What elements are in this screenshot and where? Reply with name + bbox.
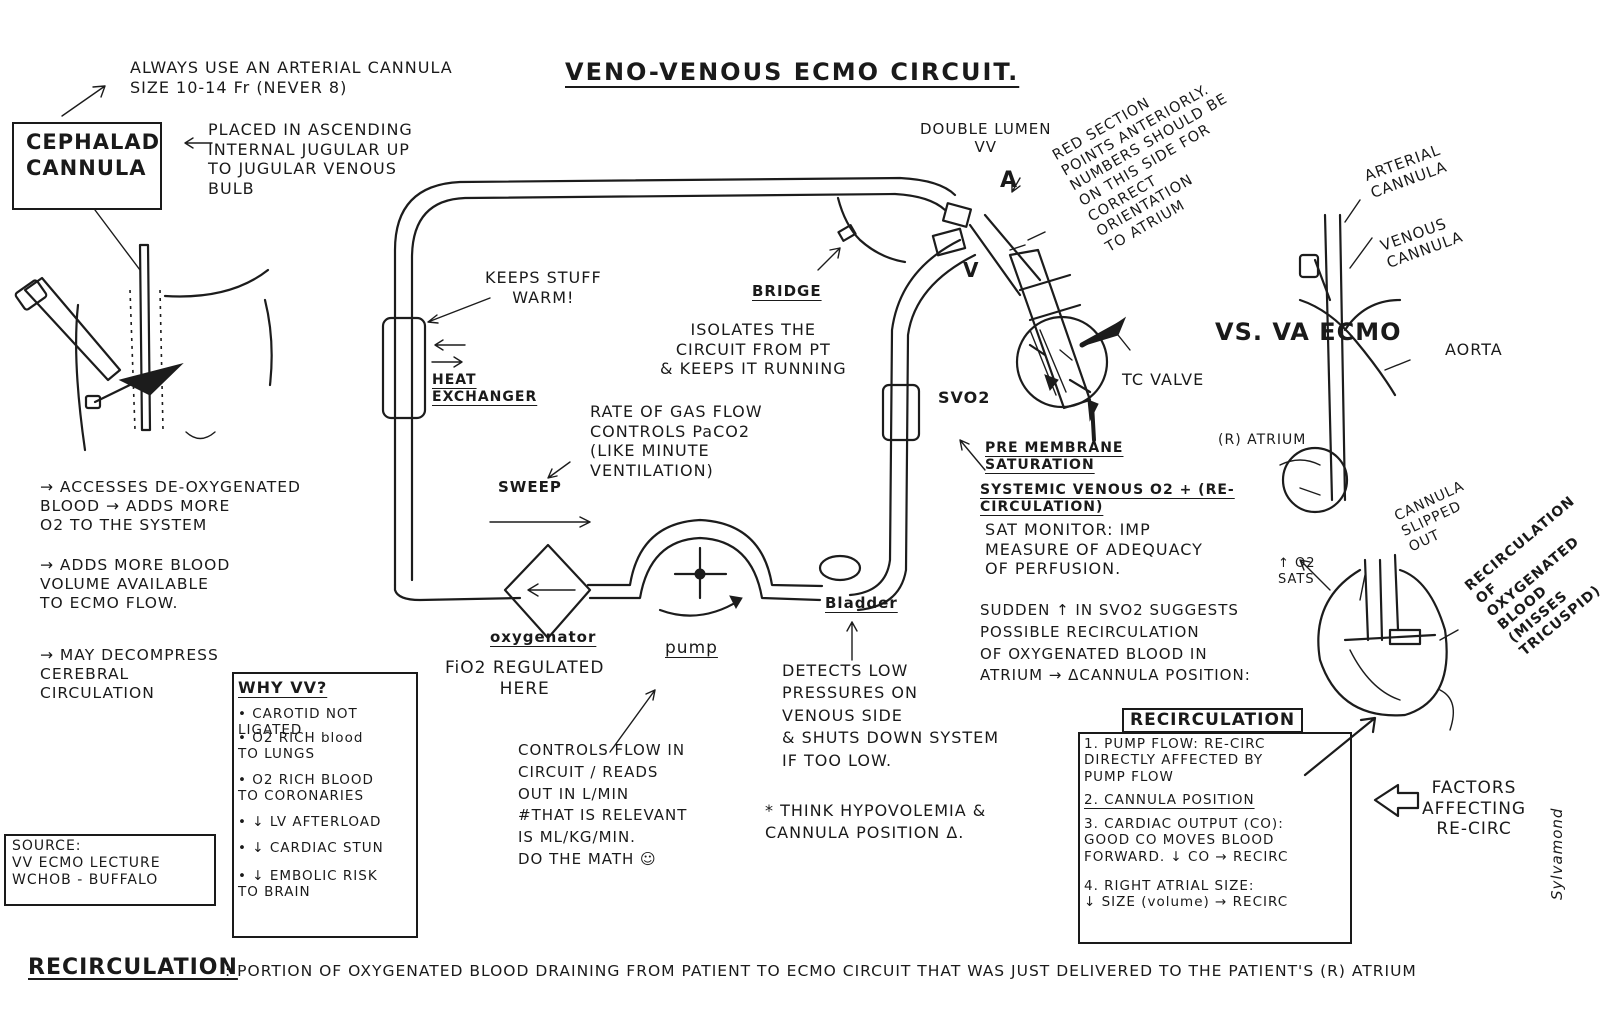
pump-note: CONTROLS FLOW IN CIRCUIT / READS OUT IN … xyxy=(518,741,688,868)
why-vv-box: WHY VV? • CAROTID NOT LIGATED • O2 RICH … xyxy=(232,672,418,938)
recirc-factor: 1. PUMP FLOW: RE-CIRC DIRECTLY AFFECTED … xyxy=(1084,736,1266,785)
why-vv-item: • O2 RICH BLOOD TO CORONARIES xyxy=(238,772,374,805)
va-ecmo-drawing xyxy=(1279,199,1411,514)
why-vv-item: • ↓ CARDIAC STUN xyxy=(238,840,384,856)
source-text: SOURCE: VV ECMO LECTURE WCHOB - BUFFALO xyxy=(12,838,161,889)
vs-va-ecmo-label: VS. VA ECMO xyxy=(1215,318,1402,346)
fio2-note: FiO2 REGULATED HERE xyxy=(445,658,605,699)
recirculation-factors-box: 1. PUMP FLOW: RE-CIRC DIRECTLY AFFECTED … xyxy=(1078,732,1352,944)
why-vv-item: • ↓ LV AFTERLOAD xyxy=(238,814,382,830)
arterial-lumen-mark: A xyxy=(1000,168,1019,193)
systemic-venous-label: SYSTEMIC VENOUS O2 + (RE- CIRCULATION) xyxy=(980,482,1235,516)
factors-affecting-label: FACTORS AFFECTING RE-CIRC xyxy=(1422,778,1527,840)
double-lumen-label: DOUBLE LUMEN VV xyxy=(920,120,1052,157)
why-vv-item: • ↓ EMBOLIC RISK TO BRAIN xyxy=(238,868,378,901)
svo2-sensor-shape xyxy=(881,383,921,442)
benefit-blood-volume: → ADDS MORE BLOOD VOLUME AVAILABLE TO EC… xyxy=(40,556,231,612)
bridge-label: BRIDGE xyxy=(752,282,822,300)
diagram-title: VENO-VENOUS ECMO CIRCUIT. xyxy=(565,58,1020,86)
keeps-warm-note: KEEPS STUFF WARM! xyxy=(485,268,602,307)
why-vv-item: • CAROTID NOT LIGATED xyxy=(238,706,358,739)
pump-shape xyxy=(658,546,743,617)
bladder-label: Bladder xyxy=(825,594,898,612)
circuit-tubing xyxy=(393,176,977,612)
heat-exchanger-shape xyxy=(381,316,427,420)
definition-term: RECIRCULATION xyxy=(28,955,238,980)
oxygenator-shape xyxy=(503,543,592,640)
cephalad-cannula-box: CEPHALAD CANNULA xyxy=(12,122,162,210)
signature: Sylvamond xyxy=(1548,807,1566,900)
bladder-shape xyxy=(818,554,862,582)
double-lumen-cannula-drawing xyxy=(931,177,1131,442)
cephalad-cannula-label: CEPHALAD CANNULA xyxy=(26,130,161,180)
cephalad-placement-note: PLACED IN ASCENDING INTERNAL JUGULAR UP … xyxy=(208,120,413,198)
hypovolemia-note: * THINK HYPOVOLEMIA & CANNULA POSITION Δ… xyxy=(765,801,987,843)
recirc-factor: 3. CARDIAC OUTPUT (CO): GOOD CO MOVES BL… xyxy=(1084,816,1289,865)
recirc-factor: 2. CANNULA POSITION xyxy=(1084,792,1255,808)
recirculation-heart-drawing xyxy=(1299,553,1459,731)
heat-exchanger-label: HEAT EXCHANGER xyxy=(432,372,538,406)
aorta-label: AORTA xyxy=(1445,340,1503,359)
why-vv-item: • O2 RICH blood TO LUNGS xyxy=(238,730,364,763)
sat-monitor-note: SAT MONITOR: IMP MEASURE OF ADEQUACY OF … xyxy=(985,520,1203,579)
o2-sats-label: ↑ O2 SATS xyxy=(1278,556,1316,587)
why-vv-heading: WHY VV? xyxy=(238,678,328,697)
definition-text: : PORTION OF OXYGENATED BLOOD DRAINING F… xyxy=(225,962,1417,980)
benefit-cerebral: → MAY DECOMPRESS CEREBRAL CIRCULATION xyxy=(40,646,219,702)
oxygenator-label: oxygenator xyxy=(490,628,597,646)
sweep-note: RATE OF GAS FLOW CONTROLS PaCO2 (LIKE MI… xyxy=(590,402,763,480)
sudden-svo2-note: SUDDEN ↑ IN SVO2 SUGGESTS POSSIBLE RECIR… xyxy=(980,601,1251,685)
arterial-cannula-note: ALWAYS USE AN ARTERIAL CANNULA SIZE 10-1… xyxy=(130,58,453,97)
recirc-factor: 4. RIGHT ATRIAL SIZE: ↓ SIZE (volume) → … xyxy=(1084,878,1289,911)
benefit-deoxygenated: → ACCESSES DE-OXYGENATED BLOOD → ADDS MO… xyxy=(40,478,301,534)
bladder-note: DETECTS LOW PRESSURES ON VENOUS SIDE & S… xyxy=(782,661,1000,770)
tc-valve-label: TC VALVE xyxy=(1122,370,1205,389)
svo2-label: SVO2 xyxy=(938,388,991,407)
right-atrium-label: (R) ATRIUM xyxy=(1218,432,1307,448)
source-box: SOURCE: VV ECMO LECTURE WCHOB - BUFFALO xyxy=(4,834,216,906)
sweep-label: SWEEP xyxy=(498,478,562,496)
pump-label: pump xyxy=(665,638,718,658)
venous-lumen-mark: V xyxy=(963,258,980,282)
bridge-note: ISOLATES THE CIRCUIT FROM PT & KEEPS IT … xyxy=(660,320,847,379)
premembrane-heading: PRE MEMBRANE SATURATION xyxy=(985,440,1124,474)
recirculation-heading-box: RECIRCULATION xyxy=(1122,708,1304,733)
